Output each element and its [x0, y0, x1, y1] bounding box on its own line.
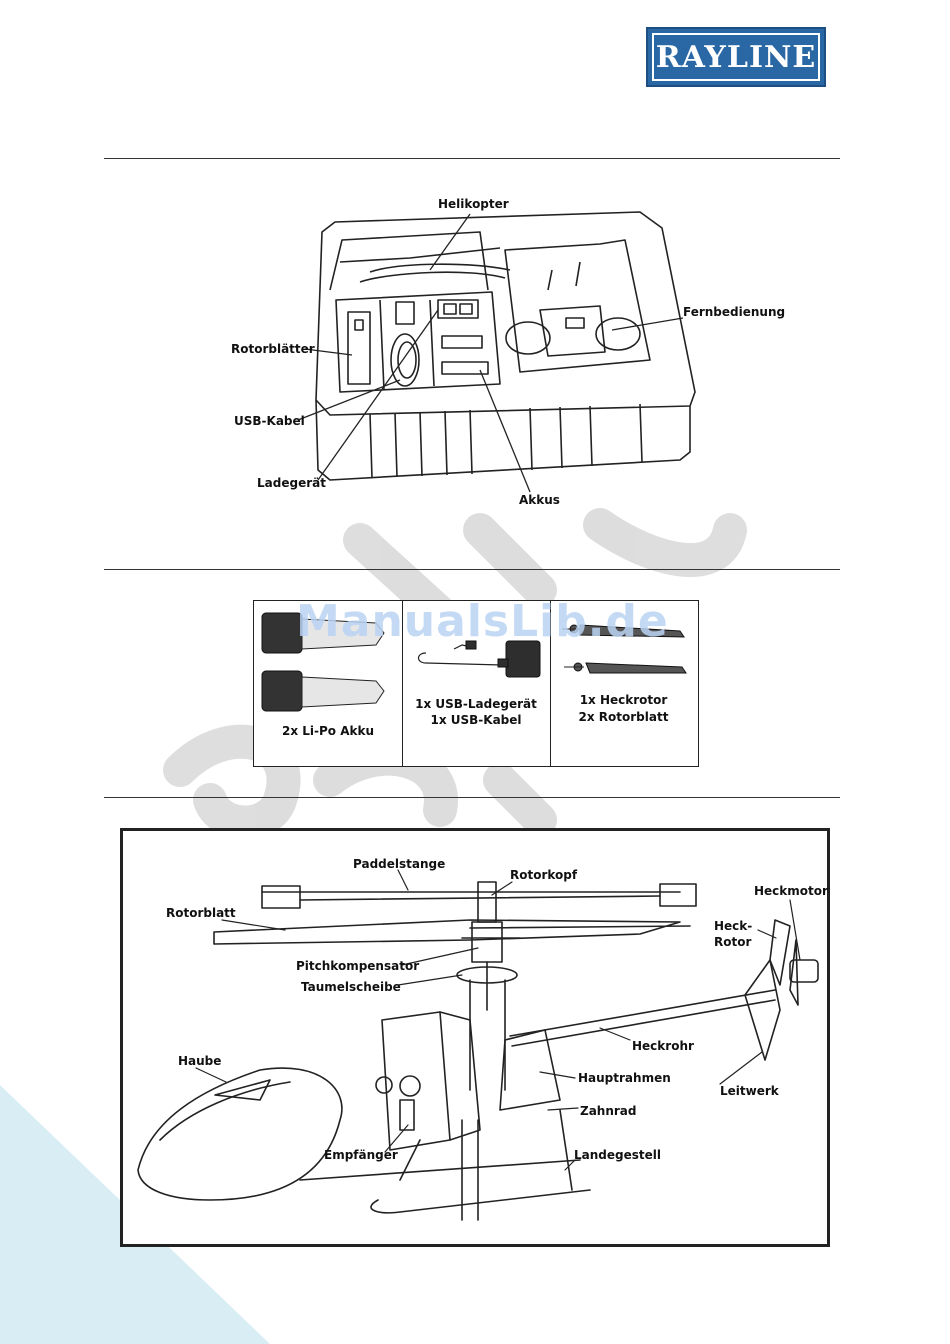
logo-frame: RAYLINE — [652, 33, 820, 81]
section-divider-1 — [104, 158, 840, 159]
label-taumelscheibe: Taumelscheibe — [301, 980, 401, 994]
panel-2-line-2: 1x USB-Kabel — [430, 713, 522, 727]
label-haube: Haube — [178, 1054, 222, 1068]
manualslib-watermark: ManualsLib.de — [296, 596, 669, 647]
label-helikopter: Helikopter — [438, 197, 509, 211]
panel-3-line-2: 2x Rotorblatt — [578, 710, 669, 724]
panel-3-line-1: 1x Heckrotor — [579, 693, 668, 707]
label-rotor: Rotor — [714, 935, 752, 949]
label-pitchkompensator: Pitchkompensator — [296, 959, 420, 973]
label-landegestell: Landegestell — [574, 1148, 661, 1162]
panel-2-line-1: 1x USB-Ladegerät — [415, 697, 537, 711]
section-divider-2 — [104, 569, 840, 570]
label-rotorblaetter: Rotorblätter — [231, 342, 315, 356]
label-akkus: Akkus — [519, 493, 560, 507]
label-rotorblatt: Rotorblatt — [166, 906, 236, 920]
package-contents-box: 2x Li-Po Akku 1x USB-Ladegerät 1x USB-Ka… — [253, 600, 699, 767]
label-heck: Heck- — [714, 919, 753, 933]
section-divider-3 — [104, 797, 840, 798]
label-paddelstange: Paddelstange — [353, 857, 446, 871]
logo-text: RAYLINE — [655, 39, 817, 75]
label-empfaenger: Empfänger — [324, 1148, 398, 1162]
packaging-illustration — [297, 211, 696, 493]
panel-1-line-1: 2x Li-Po Akku — [281, 724, 374, 738]
contents-panel-rotors: 1x Heckrotor 2x Rotorblatt — [550, 601, 697, 766]
label-usb-kabel: USB-Kabel — [234, 414, 305, 428]
label-hauptrahmen: Hauptrahmen — [578, 1071, 671, 1085]
label-heckrohr: Heckrohr — [632, 1039, 694, 1053]
label-zahnrad: Zahnrad — [580, 1104, 637, 1118]
label-ladegeraet: Ladegerät — [257, 476, 326, 490]
contents-panel-charger: 1x USB-Ladegerät 1x USB-Kabel — [402, 601, 551, 766]
contents-panel-batteries: 2x Li-Po Akku — [254, 601, 403, 766]
label-heckmotor: Heckmotor — [754, 884, 828, 898]
charger-illustration — [417, 640, 541, 678]
label-fernbedienung: Fernbedienung — [683, 305, 786, 319]
label-leitwerk: Leitwerk — [720, 1084, 779, 1098]
rotor-blade-illustration — [562, 624, 687, 674]
rayline-logo: RAYLINE — [646, 27, 826, 87]
battery-illustration — [261, 612, 385, 712]
label-rotorkopf: Rotorkopf — [510, 868, 578, 882]
